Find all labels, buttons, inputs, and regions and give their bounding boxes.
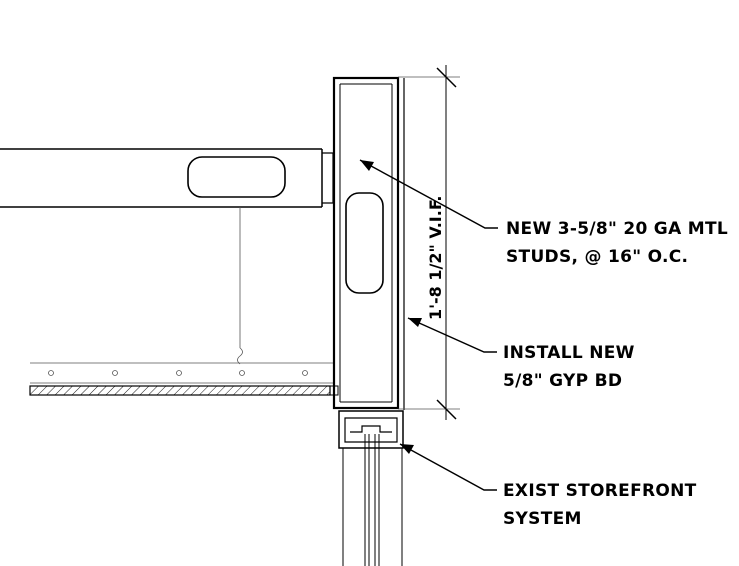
note-studs-line2: STUDS, @ 16" O.C.: [506, 247, 688, 267]
leader-studs: [359, 159, 498, 229]
vertical-stud-wall: [332, 76, 400, 410]
ceiling-board-hatched: [29, 385, 339, 396]
horizontal-stud-member: [0, 148, 334, 208]
leader-storefront: [399, 443, 497, 491]
stud-knockout-vertical: [345, 192, 384, 294]
vertical-dimension: 1'-8 1/2" V.I.F.: [398, 65, 460, 420]
note-gyp-line2: 5/8" GYP BD: [503, 371, 622, 391]
leader-gyp: [407, 317, 497, 353]
hanger-wire: [237, 207, 243, 365]
ceiling-grid: [30, 362, 333, 384]
note-storefront-line2: SYSTEM: [503, 509, 582, 529]
note-storefront-line1: EXIST STOREFRONT: [503, 481, 697, 501]
note-gyp-line1: INSTALL NEW: [503, 343, 635, 363]
note-studs-line1: NEW 3-5/8" 20 GA MTL: [506, 219, 728, 239]
dimension-label: 1'-8 1/2" V.I.F.: [426, 196, 445, 320]
storefront-system: [338, 410, 404, 566]
stud-knockout-horizontal: [187, 156, 286, 198]
